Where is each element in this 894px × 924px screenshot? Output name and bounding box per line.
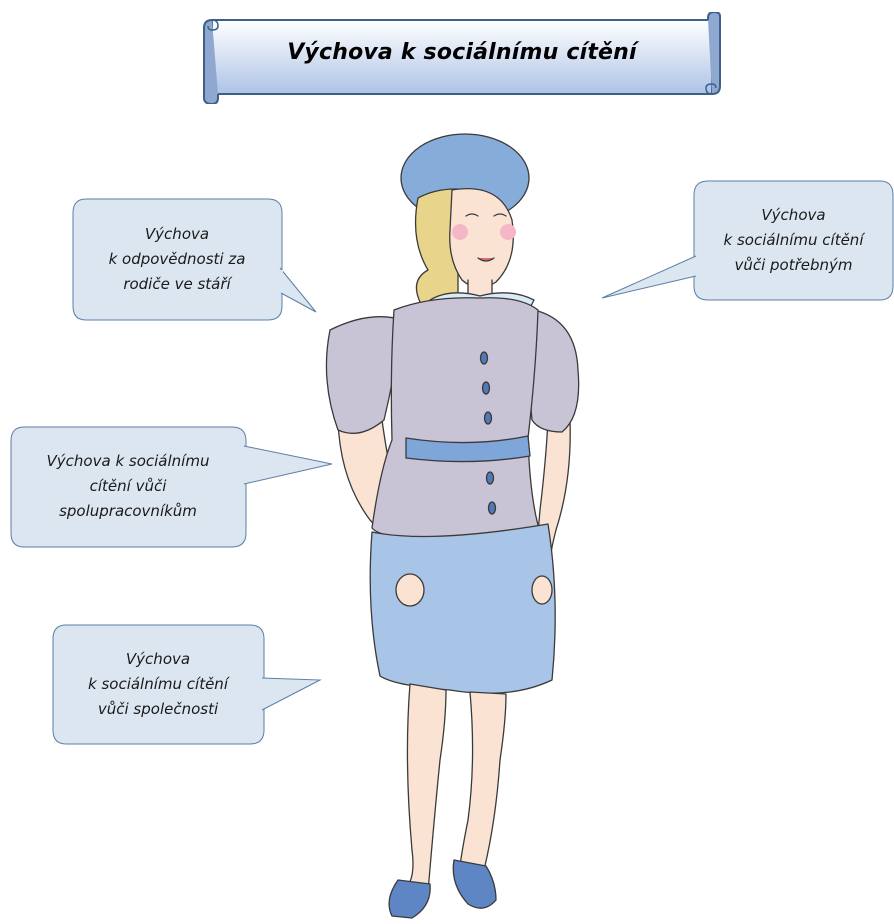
callout-text: Výchova k sociálnímu cítění vůči společn… [52, 624, 264, 744]
left-sleeve [325, 316, 403, 434]
callout-line: Výchova [125, 649, 191, 668]
callout-line: Výchova [761, 205, 826, 224]
callout-text: Výchova k sociálnímu cítění vůči potřebn… [694, 180, 893, 300]
skirt [369, 523, 556, 694]
callout-coworkers: Výchova k sociálnímu cítění vůči spolupr… [10, 426, 335, 551]
woman-illustration [300, 120, 600, 920]
callout-line: spolupracovníkům [59, 502, 197, 520]
callout-line: k odpovědnosti za [108, 249, 246, 268]
callout-line: vůči společnosti [97, 699, 219, 718]
callout-line: vůči potřebným [734, 255, 853, 274]
callout-bubble [72, 198, 317, 321]
left-leg [403, 683, 447, 893]
page-title: Výchova k sociálnímu cítění [287, 40, 637, 65]
scroll-banner-shape [203, 12, 721, 104]
left-shoe [388, 879, 431, 919]
callout-parents: Výchova k odpovědnosti za rodiče ve stář… [72, 198, 322, 323]
woman-drawing [325, 133, 580, 919]
callout-line: rodiče ve stáří [123, 274, 231, 293]
right-leg [459, 691, 507, 871]
blouse [371, 297, 541, 542]
title-banner: Výchova k sociálnímu cítění [202, 12, 722, 104]
callout-line: Výchova k sociálnímu [46, 452, 210, 470]
callout-line: k sociálnímu cítění [723, 230, 864, 249]
callout-line: Výchova [144, 224, 210, 243]
callout-bubble [10, 426, 333, 548]
callout-text: Výchova k odpovědnosti za rodiče ve stář… [72, 198, 282, 320]
belt [405, 435, 531, 463]
face [449, 187, 514, 289]
callout-line: k sociálnímu cítění [88, 674, 228, 693]
callout-needy: Výchova k sociálnímu cítění vůči potřebn… [600, 180, 894, 305]
callout-society: Výchova k sociálnímu cítění vůči společn… [52, 624, 327, 749]
callout-text: Výchova k sociálnímu cítění vůči spolupr… [10, 426, 246, 547]
callout-line: cítění vůči [89, 477, 167, 495]
right-shoe [452, 859, 497, 909]
callout-bubble [52, 624, 322, 745]
callout-bubble [601, 180, 894, 301]
